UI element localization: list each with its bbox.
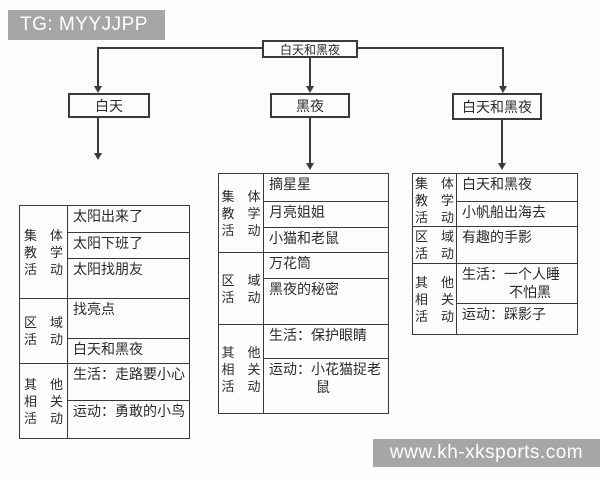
category-label-other: 其 他 相 关 活 动 — [218, 324, 264, 414]
activity-cell: 运动：小花猫捉老鼠 — [263, 358, 389, 414]
branch-node-day: 白天 — [68, 93, 150, 118]
activity-cell: 生活：一个人睡不怕黑 — [456, 263, 578, 304]
activity-cell: 小帆船出海去 — [456, 201, 578, 227]
activity-cell: 生活：走路要小心 — [67, 363, 190, 401]
activity-cell: 运动：勇敢的小鸟 — [67, 400, 190, 439]
activity-cell: 太阳找朋友 — [67, 258, 190, 299]
activity-cell: 月亮姐姐 — [263, 201, 389, 228]
connector-root-right-horizontal — [357, 47, 504, 49]
connector-day-down — [97, 118, 99, 154]
arrowhead-both-table-icon — [498, 163, 506, 170]
category-label-collective: 集 体 教 学 活 动 — [218, 173, 264, 253]
arrowhead-to-day-icon — [94, 86, 102, 93]
activity-cell: 白天和黑夜 — [67, 338, 190, 364]
connector-to-both-vertical — [502, 47, 504, 87]
watermark-telegram: TG: MYYJJPP — [8, 10, 165, 40]
connector-to-night-vertical — [309, 57, 311, 87]
activity-table-night: 集 体 教 学 活 动 摘星星 月亮姐姐 小猫和老鼠 区 域 活 动 万花筒 黑… — [218, 173, 389, 414]
category-label-regional: 区 域 活 动 — [19, 298, 68, 364]
activity-table-day: 集 体 教 学 活 动 太阳出来了 太阳下班了 太阳找朋友 区 域 活 动 找亮… — [19, 205, 190, 439]
branch-node-night: 黑夜 — [270, 93, 350, 118]
activity-cell: 白天和黑夜 — [456, 173, 578, 202]
activity-cell: 太阳下班了 — [67, 232, 190, 259]
activity-table-day-and-night: 集 体 教 学 活 动 白天和黑夜 小帆船出海去 区 域 活 动 有趣的手影 其… — [412, 173, 578, 335]
connector-both-down — [501, 120, 503, 164]
arrowhead-night-table-icon — [306, 163, 314, 170]
category-label-other: 其 他 相 关 活 动 — [19, 363, 68, 439]
activity-cell: 摘星星 — [263, 173, 389, 202]
activity-cell: 黑夜的秘密 — [263, 278, 389, 325]
category-label-regional: 区 域 活 动 — [412, 226, 457, 264]
watermark-website: www.kh-xksports.com — [373, 439, 600, 467]
connector-to-day-vertical — [97, 47, 99, 87]
activity-cell: 找亮点 — [67, 298, 190, 339]
branch-node-day-and-night: 白天和黑夜 — [452, 93, 542, 120]
arrowhead-to-night-icon — [306, 86, 314, 93]
connector-root-left-horizontal — [97, 47, 263, 49]
arrowhead-to-both-icon — [499, 86, 507, 93]
category-label-regional: 区 域 活 动 — [218, 252, 264, 325]
activity-cell: 有趣的手影 — [456, 226, 578, 264]
activity-cell: 小猫和老鼠 — [263, 227, 389, 253]
connector-night-down — [309, 118, 311, 164]
category-label-collective: 集 体 教 学 活 动 — [412, 173, 457, 227]
activity-cell: 万花筒 — [263, 252, 389, 279]
activity-cell: 太阳出来了 — [67, 205, 190, 233]
activity-cell: 生活：保护眼睛 — [263, 324, 389, 359]
activity-cell: 运动：踩影子 — [456, 303, 578, 335]
category-label-other: 其 他 相 关 活 动 — [412, 263, 457, 335]
root-node-day-and-night: 白天和黑夜 — [262, 40, 358, 58]
arrowhead-day-table-icon — [94, 153, 102, 160]
category-label-collective: 集 体 教 学 活 动 — [19, 205, 68, 299]
